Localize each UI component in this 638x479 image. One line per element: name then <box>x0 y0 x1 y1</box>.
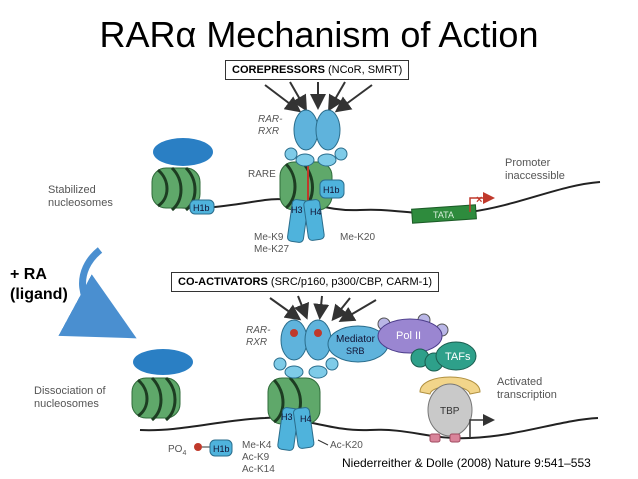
ligand-line-2: (ligand) <box>10 286 68 303</box>
histone-tails-bottom <box>277 407 315 451</box>
mark-ac-k20: Ac-K20 <box>330 440 363 451</box>
coactivator-arrows <box>269 295 377 323</box>
tata-label: TATA <box>433 210 454 220</box>
tafs-label: TAFs <box>445 351 471 363</box>
ligand-arrow <box>58 247 137 339</box>
blue-cap-bottom <box>133 349 193 375</box>
h1b-top-center-label: H1b <box>323 185 340 195</box>
nucleosome-left-top <box>151 166 201 212</box>
rxr-label-top: RXR <box>258 126 279 137</box>
promoter-label-2: inaccessible <box>505 170 565 182</box>
mark-me-k4: Me-K4 <box>242 440 272 451</box>
coactivators-box: CO-ACTIVATORS (SRC/p160, p300/CBP, CARM-… <box>171 272 440 292</box>
dissociation-label-2: nucleosomes <box>34 398 99 410</box>
ligand-line-1: + RA <box>10 266 47 283</box>
mark-ac-k14: Ac-K14 <box>242 464 275 475</box>
mark-me-k9: Me-K9 <box>254 232 284 243</box>
tbp-dna-anchors <box>429 433 461 443</box>
tata-box <box>411 204 477 224</box>
coactivators-rest: (SRC/p160, p300/CBP, CARM-1) <box>267 276 433 288</box>
phosphate-dot <box>194 443 202 451</box>
stabilized-label-1: Stabilized <box>48 184 96 196</box>
mark-ac-k9: Ac-K9 <box>242 452 270 463</box>
h4-label-top: H4 <box>310 207 322 217</box>
h1b-top-left-label: H1b <box>193 203 210 213</box>
top-panel: H1b Stabilized nucleosomes RAR- RXR <box>48 81 601 255</box>
promoter-label-1: Promoter <box>505 157 551 169</box>
nucleosome-left-bottom <box>131 376 181 422</box>
corepressors-head: COREPRESSORS <box>232 64 325 76</box>
corepressors-box: COREPRESSORS (NCoR, SMRT) <box>225 60 410 80</box>
mediator-label-2: SRB <box>346 346 365 356</box>
ligand-label: + RA (ligand) <box>10 265 68 305</box>
mediator-label-1: Mediator <box>336 334 376 345</box>
h1b-top-center <box>319 179 345 199</box>
histone-tails-top <box>287 199 325 243</box>
rar-rxr-dimer-top <box>284 109 348 167</box>
corepressor-arrows <box>264 81 373 113</box>
rar-label-top: RAR- <box>258 114 283 125</box>
pol-ii-label: Pol II <box>396 330 421 342</box>
blue-cap-top <box>153 138 213 166</box>
tafs-complex <box>410 341 477 372</box>
bottom-panel: Dissociation of nucleosomes PO4 H1b <box>34 295 599 475</box>
transcription-arrow <box>469 414 495 438</box>
blocked-arrow <box>469 192 495 212</box>
dna-strand-top <box>159 181 601 215</box>
po4-label: PO4 <box>168 444 186 457</box>
h3-label-bottom: H3 <box>281 412 293 422</box>
pol-ii-complex <box>377 313 449 354</box>
dna-strand-bottom <box>139 416 599 440</box>
h3-label-top: H3 <box>291 205 303 215</box>
h4-label-bottom: H4 <box>300 414 312 424</box>
rxr-label-bottom: RXR <box>246 337 267 348</box>
coactivators-head: CO-ACTIVATORS <box>178 276 268 288</box>
rar-label-bottom: RAR- <box>246 325 271 336</box>
blocked-x: × <box>476 194 482 206</box>
activated-label-2: transcription <box>497 389 557 401</box>
activated-label-1: Activated <box>497 376 542 388</box>
corepressors-rest: (NCoR, SMRT) <box>324 64 403 76</box>
rare-label: RARE <box>248 169 276 180</box>
page-title: RARα Mechanism of Action <box>99 14 539 55</box>
h1b-top-left <box>189 199 215 215</box>
rar-rxr-dimer-bottom <box>273 319 339 379</box>
citation: Niederreither & Dolle (2008) Nature 9:54… <box>342 456 591 470</box>
h1b-bottom-label: H1b <box>213 444 230 454</box>
tbp-label: TBP <box>440 406 460 417</box>
mark-me-k20: Me-K20 <box>340 232 375 243</box>
stabilized-label-2: nucleosomes <box>48 197 113 209</box>
mark-me-k27: Me-K27 <box>254 244 289 255</box>
h1b-bottom <box>209 439 233 457</box>
dissociation-label-1: Dissociation of <box>34 385 106 397</box>
